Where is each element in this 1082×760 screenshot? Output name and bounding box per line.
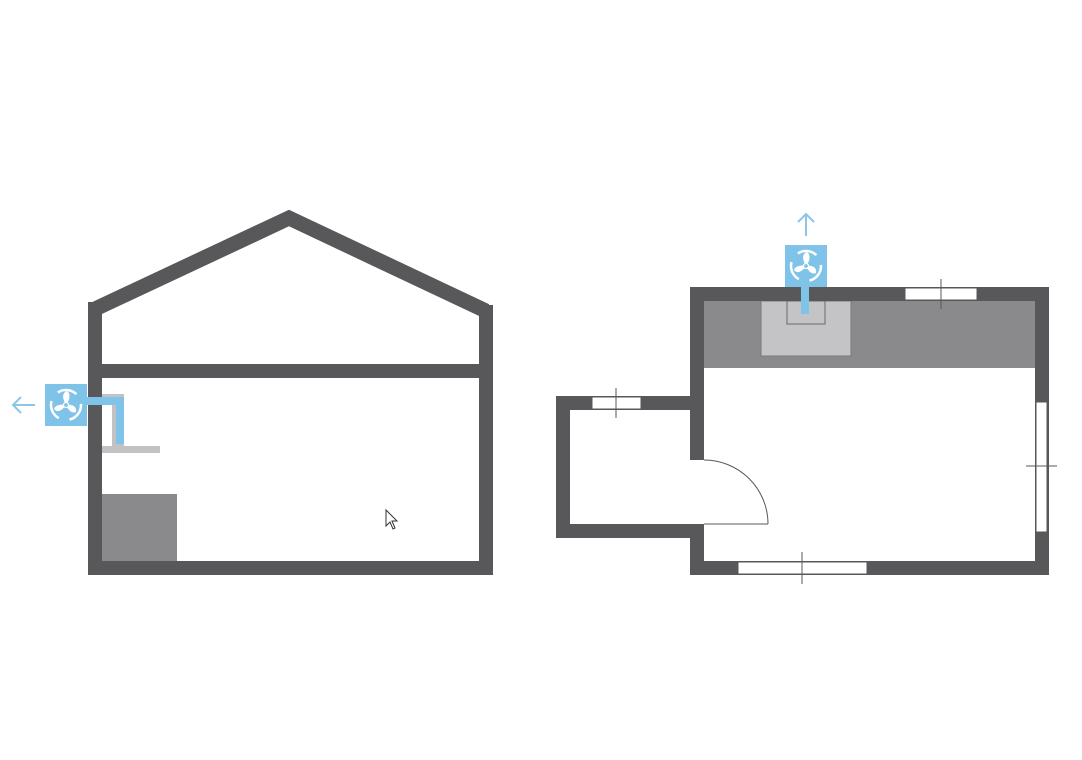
window-annex bbox=[591, 388, 642, 418]
window-top bbox=[904, 279, 978, 309]
section-view bbox=[11, 209, 493, 575]
duct-pipe bbox=[86, 397, 124, 444]
floor-slab bbox=[88, 561, 493, 575]
floor-plan-view bbox=[556, 212, 1057, 584]
roof bbox=[91, 209, 490, 318]
ceiling bbox=[102, 364, 479, 378]
arrow-icon bbox=[797, 212, 815, 236]
door-swing bbox=[703, 459, 769, 525]
fan-icon bbox=[43, 382, 89, 428]
fan-icon bbox=[783, 243, 829, 289]
right-wall bbox=[479, 305, 493, 575]
left-wall-upper bbox=[690, 287, 704, 460]
annex-bottom-wall bbox=[556, 524, 704, 538]
appliance-unit bbox=[102, 494, 177, 561]
left-wall bbox=[88, 302, 102, 575]
duct-pipe bbox=[801, 285, 809, 314]
kitchen-equipment-band bbox=[704, 301, 1035, 368]
mouse-pointer-icon bbox=[385, 508, 399, 530]
window-right bbox=[1026, 401, 1057, 533]
window-bottom bbox=[737, 552, 868, 584]
annex-left-wall bbox=[556, 396, 570, 538]
top-wall bbox=[690, 287, 1049, 301]
arrow-icon bbox=[11, 396, 35, 414]
